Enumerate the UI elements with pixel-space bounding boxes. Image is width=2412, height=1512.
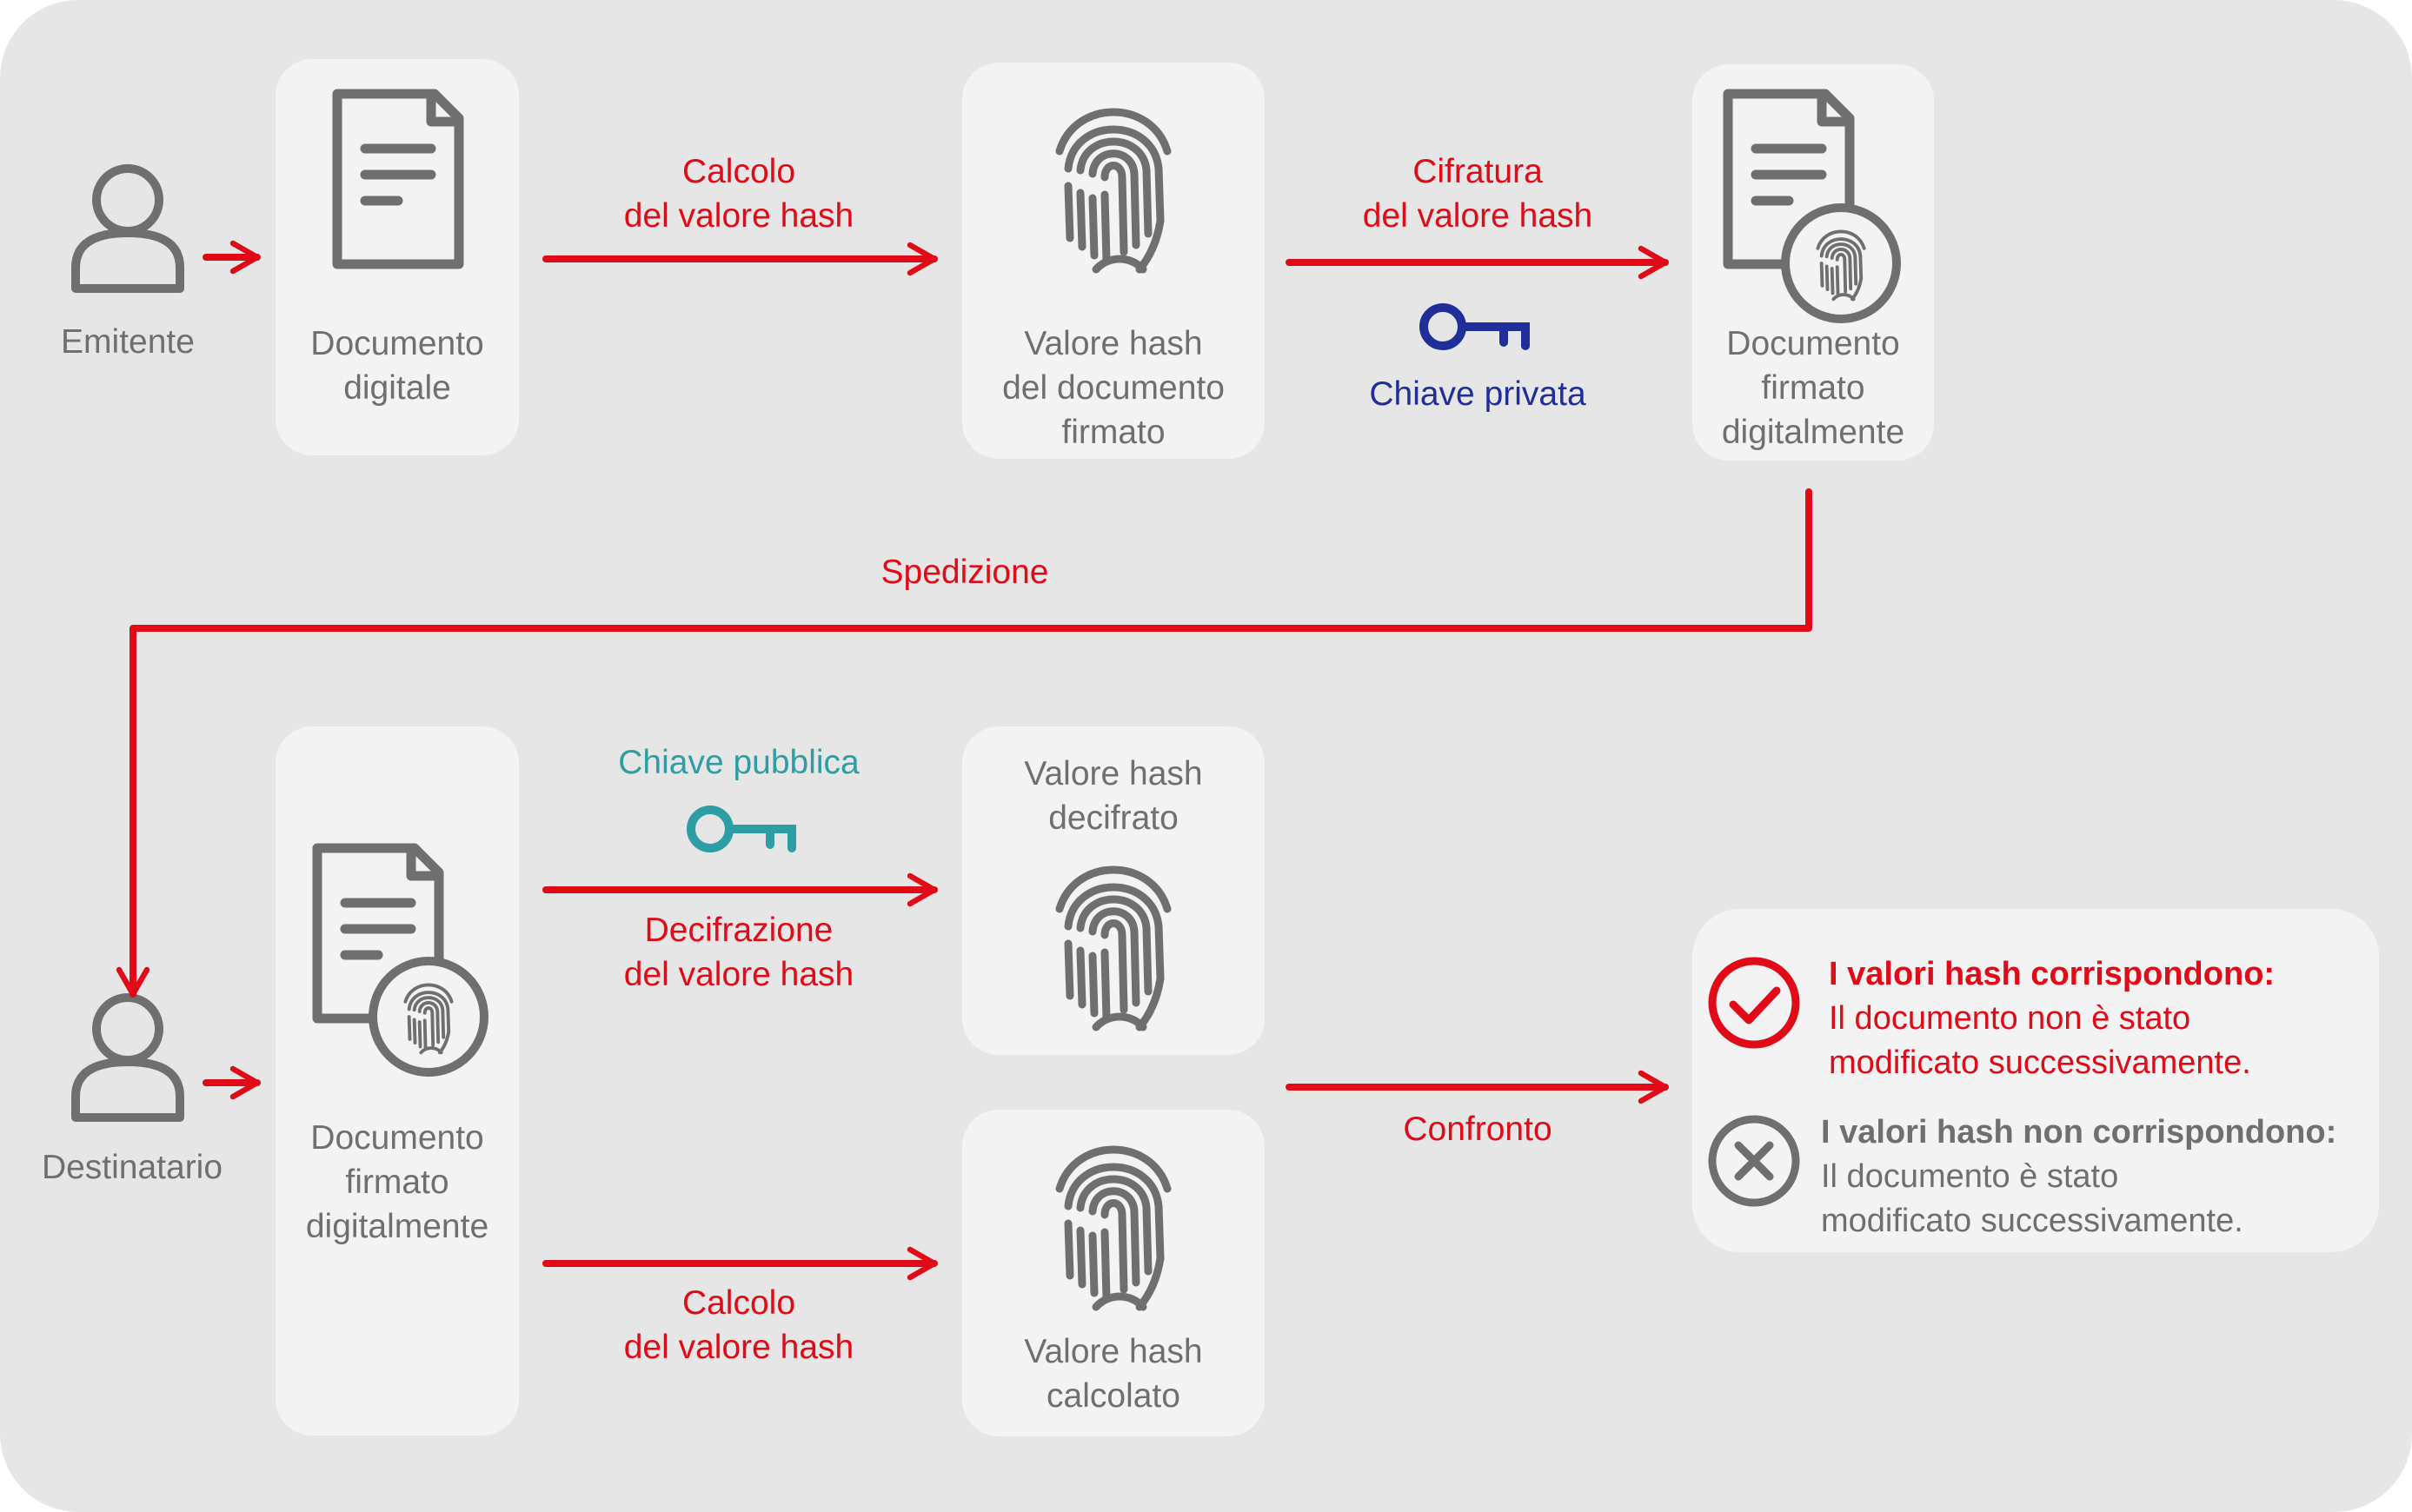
panel-results bbox=[1692, 909, 2379, 1252]
check-circle-icon bbox=[1708, 957, 1800, 1049]
arrow-shipping bbox=[116, 488, 1812, 998]
signed-document-seal-icon bbox=[1781, 203, 1901, 323]
private-key-label: Chiave privata bbox=[1369, 375, 1586, 413]
private-key-icon bbox=[1419, 303, 1530, 350]
result-match-title: I valori hash corrispondono: bbox=[1829, 956, 2276, 992]
sender-label: Emitente bbox=[61, 323, 195, 361]
panel-calculated-hash bbox=[962, 1110, 1265, 1436]
shipping-label: Spedizione bbox=[880, 554, 1049, 591]
public-key-icon bbox=[687, 806, 796, 852]
decrypt-label: Decifrazione del valore hash bbox=[623, 912, 854, 993]
x-circle-icon bbox=[1708, 1115, 1800, 1207]
result-match: I valori hash corrispondono: Il document… bbox=[1829, 952, 2275, 1085]
public-key-label: Chiave pubblica bbox=[618, 744, 860, 781]
encrypt-label: Cifratura del valore hash bbox=[1362, 153, 1593, 235]
decrypted-hash-label: Valore hash decifrato bbox=[1024, 755, 1203, 837]
calculated-hash-label: Valore hash calcolato bbox=[1024, 1333, 1203, 1415]
hash-calc-label: Calcolo del valore hash bbox=[623, 153, 854, 235]
signed-document-label-top: Documento firmato digitalmente bbox=[1721, 325, 1905, 451]
signed-document-label-bottom: Documento firmato digitalmente bbox=[305, 1119, 489, 1245]
result-mismatch-title: I valori hash non corrispondono: bbox=[1821, 1114, 2337, 1151]
hash-value-label: Valore hash del documento firmato bbox=[1002, 325, 1225, 451]
panel-signed-document-bottom bbox=[276, 726, 519, 1436]
result-mismatch: I valori hash non corrispondono: Il docu… bbox=[1821, 1111, 2336, 1243]
digital-document-label: Documento digitale bbox=[310, 325, 484, 407]
signed-document-seal-icon bbox=[369, 957, 488, 1077]
compare-label: Confronto bbox=[1403, 1111, 1552, 1148]
recipient-label: Destinatario bbox=[41, 1149, 223, 1186]
hash-calc-label-bottom: Calcolo del valore hash bbox=[623, 1284, 854, 1366]
flow-arrows bbox=[116, 240, 1812, 1281]
